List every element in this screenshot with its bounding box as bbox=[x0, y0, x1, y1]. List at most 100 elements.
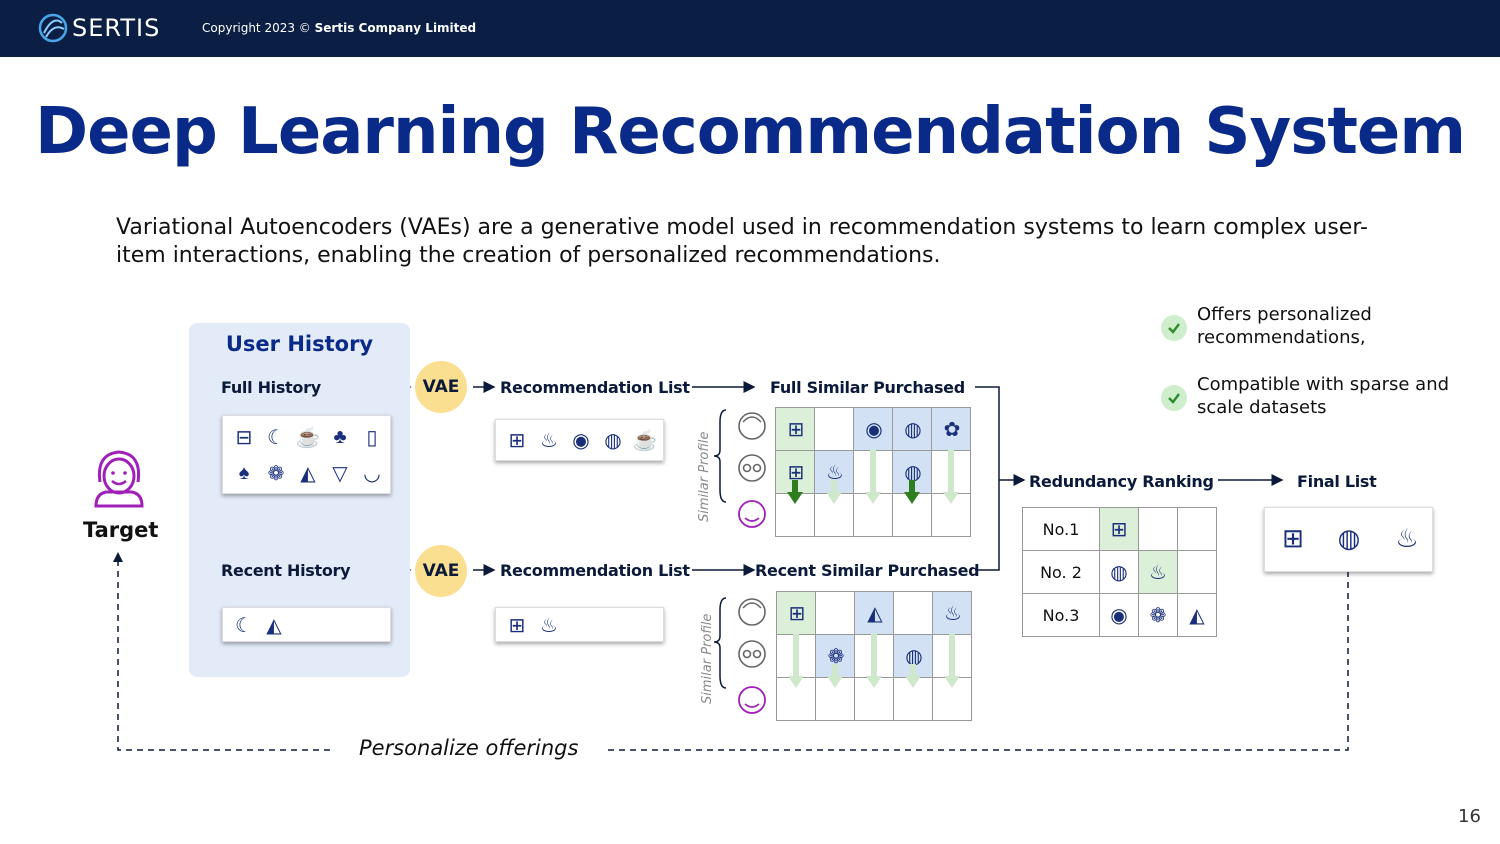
apple-icon: ◍ bbox=[904, 418, 922, 441]
grid-cell bbox=[776, 494, 815, 537]
benefit-2: Compatible with sparse and scale dataset… bbox=[1197, 374, 1450, 418]
mushroom-icon: ♠ bbox=[238, 461, 250, 484]
grid-cell bbox=[855, 678, 894, 721]
muffin-icon: ♨ bbox=[540, 429, 558, 452]
sertis-logo-icon bbox=[38, 13, 68, 43]
rank-1-label: No.1 bbox=[1023, 508, 1100, 551]
user-history-title: User History bbox=[225, 332, 374, 356]
jar-icon: ⊞ bbox=[508, 429, 526, 452]
header-bar bbox=[0, 0, 1500, 57]
croissant-icon: ☾ bbox=[267, 426, 285, 449]
final-list-card: ⊞ ◍ ♨ bbox=[1264, 507, 1433, 572]
apple-icon: ◍ bbox=[1337, 522, 1361, 553]
grid-cell: ◭ bbox=[855, 592, 894, 635]
profile-target-icon bbox=[738, 500, 766, 528]
cherries-icon: ♣ bbox=[333, 425, 347, 448]
grid-cell bbox=[816, 678, 855, 721]
vae-full: VAE bbox=[415, 361, 467, 413]
grid-cell: ◍ bbox=[893, 408, 932, 451]
grid-cell: ♨ bbox=[933, 592, 972, 635]
avocado-icon: ◉ bbox=[1110, 603, 1128, 627]
page-title: Deep Learning Recommendation System bbox=[35, 95, 1466, 169]
similar-profiles-recent bbox=[738, 598, 766, 714]
full-similar-label: Full Similar Purchased bbox=[770, 378, 965, 397]
copyright-prefix: Copyright 2023 © bbox=[202, 21, 311, 35]
cheese-icon: ◭ bbox=[300, 462, 316, 485]
coffee-cup-icon: ☕ bbox=[295, 426, 321, 449]
grid-cell bbox=[894, 592, 933, 635]
grid-cell bbox=[854, 494, 893, 537]
redundancy-ranking-label: Redundancy Ranking bbox=[1029, 472, 1214, 491]
apple-icon: ◍ bbox=[1110, 560, 1128, 584]
similar-profile-label-full: Similar Profile bbox=[697, 431, 712, 522]
page-number: 16 bbox=[1458, 806, 1481, 827]
grid-cell bbox=[816, 592, 855, 635]
bowl-icon: ◡ bbox=[363, 462, 381, 485]
avocado-icon: ◉ bbox=[865, 418, 883, 441]
profile-woman-icon bbox=[738, 412, 766, 440]
company-name: Sertis Company Limited bbox=[314, 21, 477, 35]
full-grid-down-arrows bbox=[787, 450, 959, 504]
check-icon bbox=[1161, 315, 1187, 341]
grid-cell bbox=[933, 678, 972, 721]
muffin-icon: ♨ bbox=[1395, 522, 1419, 553]
grid-cell bbox=[777, 678, 816, 721]
drink-icon: ▯ bbox=[366, 426, 378, 449]
rank-cell bbox=[1178, 551, 1217, 594]
grid-cell: ⊞ bbox=[777, 592, 816, 635]
muffin-icon: ♨ bbox=[540, 614, 558, 637]
recent-similar-label: Recent Similar Purchased bbox=[755, 561, 980, 580]
grid-cell bbox=[893, 494, 932, 537]
final-list-label: Final List bbox=[1297, 472, 1377, 491]
apple-icon: ◍ bbox=[904, 461, 922, 484]
croissant-icon: ☾ bbox=[235, 614, 253, 637]
jar-icon: ⊞ bbox=[1110, 517, 1128, 541]
personalize-offerings-label: Personalize offerings bbox=[353, 736, 585, 760]
copyright: Copyright 2023 © Sertis Company Limited bbox=[202, 21, 476, 35]
muffin-icon: ♨ bbox=[944, 602, 962, 625]
rank-3-label: No.3 bbox=[1023, 594, 1100, 637]
jar-icon: ⊞ bbox=[1282, 522, 1304, 553]
rank-cell: ❁ bbox=[1139, 594, 1178, 637]
recommendation-list-label-full: Recommendation List bbox=[500, 378, 690, 397]
potato-icon: ❁ bbox=[827, 645, 845, 668]
recent-history-card: ☾ ◭ bbox=[222, 607, 391, 642]
logo-text: SERTIS bbox=[72, 14, 161, 42]
check-icon bbox=[1161, 385, 1187, 411]
muffin-icon: ♨ bbox=[1149, 560, 1167, 584]
grid-cell bbox=[894, 678, 933, 721]
benefit-1: Offers personalized recommendations, bbox=[1197, 304, 1372, 348]
jar-icon: ⊞ bbox=[787, 461, 805, 484]
target-user-icon bbox=[94, 450, 144, 508]
recommendation-card-full: ⊞ ♨ ◉ ◍ ☕ bbox=[495, 419, 664, 461]
full-history-card: ⊟ ☾ ☕ ♣ ▯ ♠ ❁ ◭ ▽ ◡ bbox=[222, 415, 391, 494]
ginger-icon: ✿ bbox=[943, 418, 961, 441]
cheese-icon: ◭ bbox=[266, 614, 282, 637]
potato-icon: ❁ bbox=[1149, 603, 1167, 627]
jar-icon: ⊞ bbox=[788, 602, 806, 625]
grid-cell: ⊞ bbox=[776, 408, 815, 451]
similar-profiles-full bbox=[738, 412, 766, 528]
grid-cell: ✿ bbox=[932, 408, 971, 451]
jar-icon: ⊞ bbox=[787, 418, 805, 441]
similar-profile-label-recent: Similar Profile bbox=[700, 613, 715, 704]
recommendation-card-recent: ⊞ ♨ bbox=[495, 607, 664, 642]
rank-cell bbox=[1139, 508, 1178, 551]
avocado-icon: ◉ bbox=[572, 429, 590, 452]
potato-icon: ❁ bbox=[267, 462, 285, 485]
rank-cell: ⊞ bbox=[1100, 508, 1139, 551]
full-history-label: Full History bbox=[221, 378, 321, 397]
redundancy-ranking-table: No.1 ⊞ No. 2 ◍ ♨ No.3 ◉ ❁ ◭ bbox=[1022, 507, 1217, 637]
profile-glasses-icon bbox=[738, 454, 766, 482]
grid-cell bbox=[932, 494, 971, 537]
muffin-icon: ♨ bbox=[826, 461, 844, 484]
apple-icon: ◍ bbox=[604, 429, 622, 452]
apple-icon: ◍ bbox=[905, 645, 923, 668]
grid-cell: ◉ bbox=[854, 408, 893, 451]
jar-icon: ⊞ bbox=[508, 614, 526, 637]
pizza-icon: ▽ bbox=[332, 462, 348, 485]
recommendation-list-label-recent: Recommendation List bbox=[500, 561, 690, 580]
rank-2-label: No. 2 bbox=[1023, 551, 1100, 594]
cake-icon: ⊟ bbox=[235, 426, 253, 449]
rank-cell: ◭ bbox=[1178, 594, 1217, 637]
